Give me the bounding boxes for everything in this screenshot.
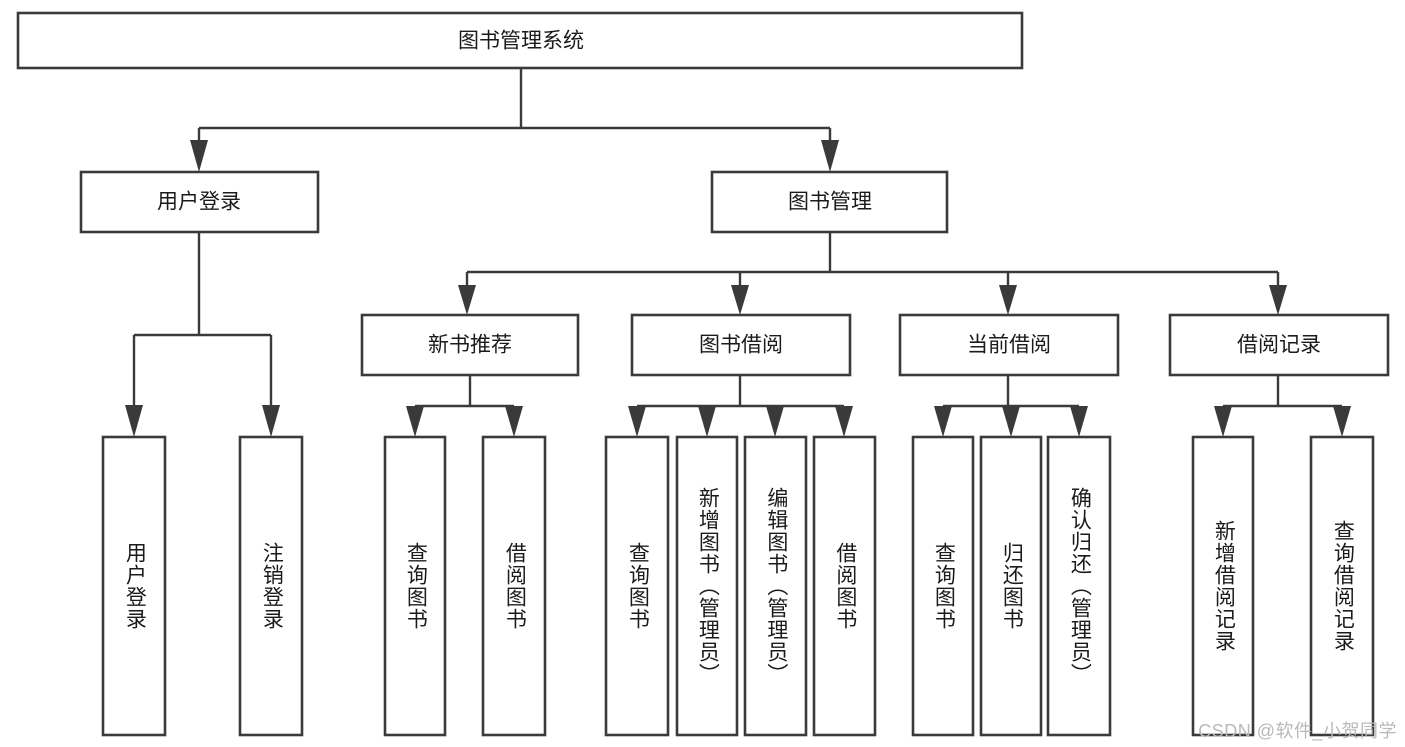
node-new-book-rec[interactable] bbox=[360, 313, 580, 377]
arrow-leaf-bb-add-book bbox=[698, 406, 716, 437]
arrow-leaf-bb-edit-book bbox=[766, 406, 784, 437]
node-leaf-cb-return-book[interactable] bbox=[979, 435, 1043, 737]
arrow-current-borrow bbox=[999, 285, 1017, 315]
arrow-leaf-br-query-record bbox=[1333, 406, 1351, 437]
arrow-new-book-rec bbox=[458, 285, 476, 315]
node-leaf-user-logout[interactable] bbox=[238, 435, 304, 737]
node-leaf-cb-confirm-return[interactable] bbox=[1046, 435, 1112, 737]
node-user-login-label: 用户登录 bbox=[157, 191, 241, 214]
node-book-manage[interactable] bbox=[710, 170, 949, 234]
node-book-borrow-label: 图书借阅 bbox=[699, 334, 783, 357]
node-leaf-bb-edit-book[interactable] bbox=[743, 435, 808, 737]
arrow-leaf-cb-return-book bbox=[1002, 406, 1020, 437]
arrow-book-borrow bbox=[731, 285, 749, 315]
node-borrow-record-label: 借阅记录 bbox=[1237, 334, 1321, 357]
node-leaf-bb-query-book[interactable] bbox=[604, 435, 670, 737]
arrow-leaf-br-add-record bbox=[1214, 406, 1232, 437]
node-book-manage-label: 图书管理 bbox=[788, 191, 872, 214]
node-new-book-rec-label: 新书推荐 bbox=[428, 334, 512, 357]
nodes-layer: 图书管理系统 用户登录 图书管理 新书推荐 图书借阅 当前借阅 借阅记录 bbox=[16, 11, 1390, 737]
node-borrow-record[interactable] bbox=[1168, 313, 1390, 377]
node-leaf-bb-add-book[interactable] bbox=[675, 435, 739, 737]
arrow-leaf-rec-query-book bbox=[406, 406, 424, 437]
watermark-text: CSDN @软件_小贺同学 bbox=[1198, 721, 1397, 741]
node-leaf-user-login[interactable] bbox=[101, 435, 167, 737]
arrow-leaf-cb-query-book bbox=[934, 406, 952, 437]
node-leaf-bb-borrow-book[interactable] bbox=[812, 435, 877, 737]
node-user-login[interactable] bbox=[79, 170, 320, 234]
arrow-leaf-bb-borrow-book bbox=[835, 406, 853, 437]
arrow-user-login bbox=[190, 140, 208, 172]
node-leaf-br-add-record[interactable] bbox=[1191, 435, 1255, 737]
node-leaf-br-query-record[interactable] bbox=[1309, 435, 1375, 737]
arrow-leaf-bb-query-book bbox=[628, 406, 646, 437]
node-book-borrow[interactable] bbox=[630, 313, 852, 377]
arrow-leaf-user-logout bbox=[262, 405, 280, 437]
arrow-borrow-record bbox=[1269, 285, 1287, 315]
node-root-label: 图书管理系统 bbox=[458, 30, 584, 53]
arrow-leaf-rec-borrow-book bbox=[505, 406, 523, 437]
node-leaf-rec-borrow-book[interactable] bbox=[481, 435, 547, 737]
node-leaf-cb-query-book[interactable] bbox=[911, 435, 975, 737]
node-current-borrow-label: 当前借阅 bbox=[967, 334, 1051, 357]
node-current-borrow[interactable] bbox=[898, 313, 1120, 377]
arrow-book-manage bbox=[821, 140, 839, 172]
node-root[interactable] bbox=[16, 11, 1024, 70]
arrow-leaf-user-login bbox=[125, 405, 143, 437]
node-leaf-rec-query-book[interactable] bbox=[383, 435, 447, 737]
connectors-layer bbox=[125, 68, 1351, 437]
arrow-leaf-cb-confirm-return bbox=[1070, 406, 1088, 437]
